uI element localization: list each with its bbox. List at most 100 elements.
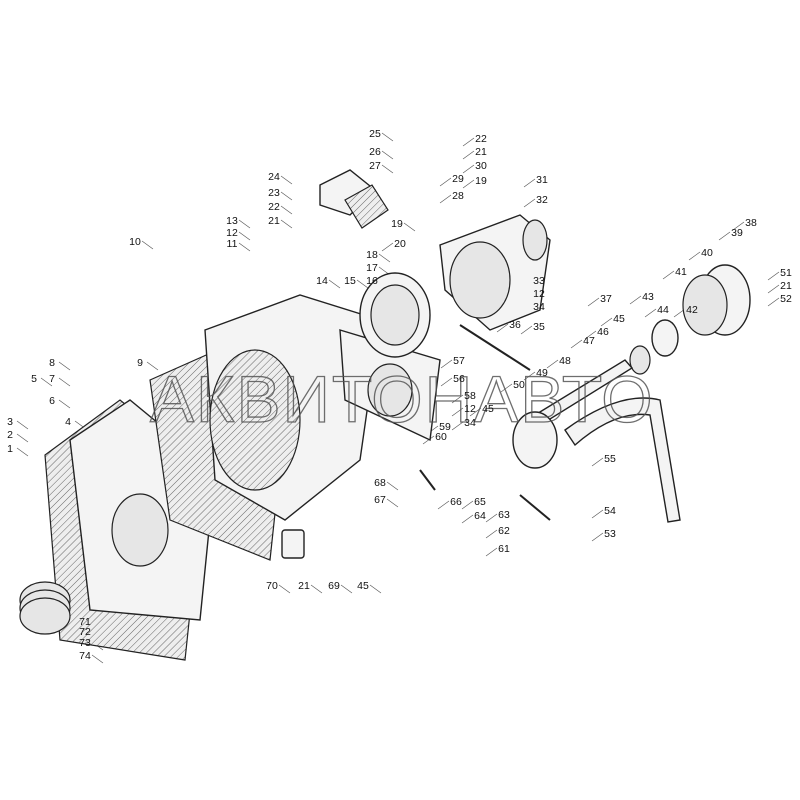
leader-line (58, 399, 71, 409)
cover-bore (111, 493, 169, 567)
leader-line (451, 394, 464, 404)
callout-label: 52 (780, 293, 792, 305)
callout-label: 34 (533, 301, 545, 313)
callout-label: 30 (475, 160, 487, 172)
callout-label: 68 (374, 477, 386, 489)
callout-label: 2 (7, 429, 13, 441)
callout-label: 41 (675, 266, 687, 278)
leader-line (141, 240, 154, 250)
leader-line (280, 205, 293, 215)
callout-label: 59 (439, 421, 451, 433)
leader-line (403, 222, 416, 232)
leader-line (462, 137, 475, 147)
leader-line (91, 654, 104, 664)
bolt-67 (419, 469, 436, 491)
leader-line (386, 498, 399, 508)
leader-line (587, 297, 600, 307)
callout-label: 40 (701, 247, 713, 259)
callout-label: 5 (31, 373, 37, 385)
callout-label: 21 (298, 580, 310, 592)
leader-line (40, 377, 53, 387)
leader-line (451, 421, 464, 431)
callout-label: 3 (7, 416, 13, 428)
leader-line (437, 500, 450, 510)
callout-label: 70 (266, 580, 278, 592)
callout-label: 39 (731, 227, 743, 239)
shift-fork (564, 397, 681, 523)
callout-label: 22 (475, 133, 487, 145)
callout-label: 72 (79, 626, 91, 638)
ring-inner (370, 284, 420, 346)
top-gasket (344, 184, 389, 229)
callout-label: 22 (268, 201, 280, 213)
leader-line (238, 242, 251, 252)
callout-label: 27 (369, 160, 381, 172)
leader-line (496, 323, 509, 333)
callout-label: 42 (686, 304, 698, 316)
callout-label: 34 (464, 417, 476, 429)
leader-line (591, 509, 604, 519)
output-flange (512, 411, 558, 469)
leader-line (356, 279, 369, 289)
leader-line (440, 377, 453, 387)
leader-line (381, 150, 394, 160)
leader-line (600, 317, 613, 327)
leader-line (485, 513, 498, 523)
leader-line (16, 447, 29, 457)
leader-line (718, 231, 731, 241)
leader-line (440, 359, 453, 369)
leader-line (462, 179, 475, 189)
callout-label: 31 (536, 174, 548, 186)
callout-label: 51 (780, 267, 792, 279)
callout-label: 14 (316, 275, 328, 287)
leader-line (238, 219, 251, 229)
leader-line (280, 191, 293, 201)
flange-hole (367, 363, 413, 417)
callout-label: 36 (509, 319, 521, 331)
leader-line (381, 164, 394, 174)
callout-label: 7 (49, 373, 55, 385)
callout-label: 66 (450, 496, 462, 508)
callout-label: 12 (533, 288, 545, 300)
callout-label: 45 (613, 313, 625, 325)
leader-line (278, 584, 291, 594)
callout-label: 43 (642, 291, 654, 303)
callout-label: 54 (604, 505, 616, 517)
leader-line (485, 547, 498, 557)
watermark: АКВИТОНАВТО (150, 362, 655, 436)
pin-61 (519, 494, 551, 521)
leader-line (591, 457, 604, 467)
callout-label: 63 (498, 509, 510, 521)
seal-45 (629, 345, 651, 375)
leader-line (58, 377, 71, 387)
callout-label: 29 (452, 173, 464, 185)
leader-line (386, 481, 399, 491)
callout-label: 13 (226, 215, 238, 227)
leader-line (280, 175, 293, 185)
callout-label: 47 (583, 335, 595, 347)
callout-label: 11 (227, 238, 238, 250)
callout-label: 45 (482, 403, 494, 415)
leader-line (16, 420, 29, 430)
callout-label: 25 (369, 128, 381, 140)
leader-line (485, 529, 498, 539)
leader-line (629, 295, 642, 305)
leader-line (520, 325, 533, 335)
callout-label: 24 (268, 171, 280, 183)
leader-line (310, 584, 323, 594)
leader-line (340, 584, 353, 594)
callout-label: 12 (226, 227, 238, 239)
callout-label: 49 (536, 367, 548, 379)
callout-label: 21 (475, 146, 487, 158)
leader-line (591, 532, 604, 542)
leader-line (469, 407, 482, 417)
leader-line (461, 500, 474, 510)
callout-label: 21 (268, 215, 280, 227)
spring-ring-3 (19, 597, 71, 635)
callout-label: 9 (137, 357, 143, 369)
callout-label: 53 (604, 528, 616, 540)
callout-label: 19 (391, 218, 403, 230)
callout-label: 71 (79, 616, 91, 628)
leader-line (439, 194, 452, 204)
